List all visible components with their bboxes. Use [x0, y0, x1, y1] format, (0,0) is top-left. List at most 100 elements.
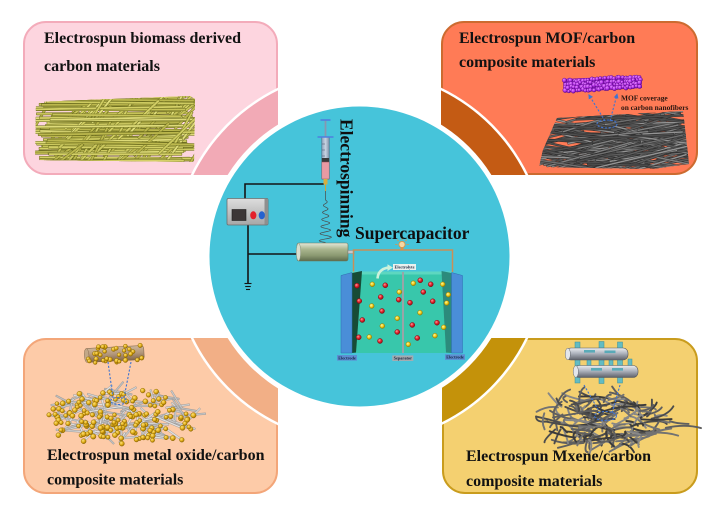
metal-oxide-particle: [163, 426, 169, 432]
metal-oxide-particle: [145, 435, 151, 441]
metal-oxide-particle: [54, 401, 60, 406]
magnification-arrow: [588, 93, 606, 122]
carbon-nanofiber: [608, 391, 634, 405]
metal-oxide-particle: [83, 420, 89, 425]
metal-oxide-particle: [111, 420, 117, 425]
carbon-nanofiber: [623, 410, 638, 420]
electrolyte-ion-yellow: [366, 334, 372, 340]
mof-crystal: [570, 88, 576, 94]
metal-oxide-particle: [186, 424, 192, 430]
metal-oxide-particle: [140, 434, 146, 440]
carbon-nanofiber: [664, 424, 702, 430]
metal-oxide-particle: [133, 412, 139, 418]
high-voltage-wire: [244, 183, 324, 199]
metal-oxide-particle: [105, 402, 111, 408]
electrolyte-ion-yellow: [369, 281, 375, 287]
metal-oxide-particle: [158, 423, 163, 429]
metal-oxide-particle: [163, 435, 169, 440]
metal-oxide-particle: [128, 351, 134, 357]
carbon-nanofiber: [568, 405, 578, 413]
electrospinning-setup: [226, 119, 355, 291]
electrolyte-ion-yellow: [369, 303, 375, 309]
carbon-nanofiber: [592, 436, 622, 445]
mof-crystal: [637, 80, 642, 85]
metal-oxide-particle: [80, 431, 87, 437]
panel-title-line-2: carbon materials: [44, 58, 160, 75]
metal-oxide-particle: [142, 398, 149, 405]
carbon-nanofiber: [619, 407, 632, 418]
metal-oxide-particle: [109, 391, 115, 397]
electrolyte-ion-red: [417, 277, 424, 284]
metal-oxide-particle: [101, 358, 106, 363]
carbon-nanofiber: [572, 431, 578, 443]
metal-oxide-particle: [76, 390, 83, 397]
carbon-nanofiber: [547, 392, 563, 408]
electrolyte-ion-red: [354, 282, 360, 289]
panel-metal-oxide: Electrospun metal oxide/carbon composite…: [46, 342, 265, 489]
carbon-nanofiber: [602, 393, 612, 404]
syringe: [317, 119, 334, 191]
nanofiber-lower: [573, 365, 639, 378]
carbon-nanofiber: [603, 425, 617, 439]
metal-oxide-particle: [150, 398, 156, 404]
metal-oxide-particle: [156, 396, 162, 402]
drum-end-cap: [296, 242, 301, 262]
mxene-flakes-front: [584, 350, 623, 371]
electrolyte-ion-red: [355, 334, 362, 341]
magnification-guide-line: [611, 384, 621, 414]
light-bulb-icon: [395, 237, 409, 250]
metal-oxide-particle: [123, 353, 128, 358]
carbon-nanofiber: [539, 157, 641, 169]
voltage-display: [231, 209, 247, 221]
metal-oxide-particle: [130, 398, 135, 404]
panel-title-line-1: Electrospun MOF/carbon: [459, 30, 635, 47]
electrolyte-ion-yellow: [441, 324, 447, 330]
metal-oxide-particle: [116, 352, 122, 357]
metal-oxide-particle: [119, 440, 125, 447]
electrolyte-ion-red: [427, 281, 434, 288]
mxene-flake: [574, 341, 581, 384]
carbon-nanofiber: [577, 395, 610, 400]
needle-hub: [323, 179, 328, 185]
mxene-coated-nanofibers: [564, 341, 639, 384]
carbon-nanofiber: [608, 439, 635, 453]
electrolyte-ion-red: [409, 322, 416, 328]
nanofiber-lower-end: [572, 365, 579, 378]
metal-oxide-particle: [147, 427, 153, 434]
metal-oxide-particle: [79, 396, 85, 402]
metal-oxide-particle: [153, 388, 159, 395]
carbon-nanofiber: [595, 120, 645, 129]
metal-oxide-particle: [89, 412, 95, 418]
carbon-nanofiber: [594, 144, 689, 169]
mof-crystal: [588, 87, 593, 92]
metal-oxide-particle: [168, 413, 174, 420]
panel-title-line-1: Electrospun metal oxide/carbon: [47, 447, 265, 464]
biomass-carbon-fiber: [132, 121, 171, 158]
metal-oxide-particle: [90, 419, 97, 426]
metal-oxide-particle: [155, 427, 162, 434]
carbon-nanofiber: [548, 430, 576, 439]
collector-drum: [296, 242, 355, 262]
panel-title-line-2: composite materials: [459, 54, 595, 71]
magnification-arrow: [609, 93, 619, 122]
magnified-region-marker: [593, 410, 618, 422]
bulb-base: [400, 247, 404, 250]
carbon-nanofiber: [576, 409, 599, 415]
ground-icon: [244, 282, 252, 291]
carbon-nanofiber: [588, 439, 593, 455]
mof-annotation-line-1: MOF coverage: [621, 94, 668, 103]
carbon-nanofiber: [570, 428, 593, 433]
electrolyte-ion-yellow: [432, 333, 438, 339]
carbon-nanofiber: [611, 385, 629, 403]
carbon-nanofiber: [553, 428, 562, 445]
metal-oxide-particle: [137, 342, 143, 348]
metal-oxide-particle: [55, 432, 62, 438]
right-electrode-label: Electrode: [445, 354, 465, 360]
metal-oxide-particle: [104, 356, 110, 361]
metal-oxide-particle: [152, 403, 158, 409]
carbon-nanofiber: [170, 390, 183, 409]
panel-title-line-2: composite materials: [47, 472, 183, 489]
electrolyte-ion-red: [359, 317, 366, 323]
metal-oxide-particle: [76, 399, 82, 405]
metal-oxide-particle: [140, 422, 147, 428]
